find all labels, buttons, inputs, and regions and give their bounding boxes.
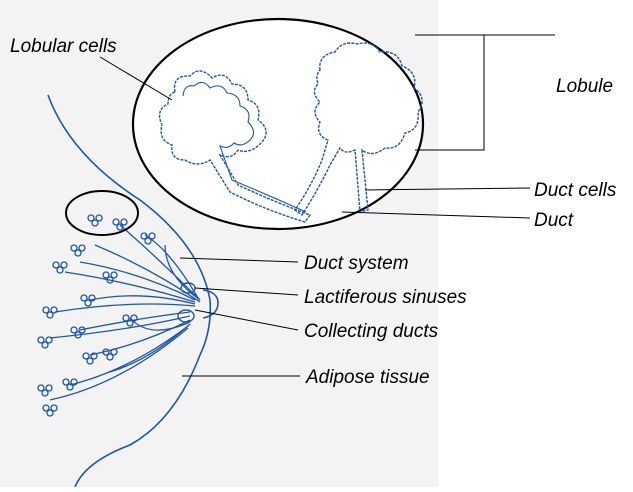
label-adipose-tissue: Adipose tissue — [305, 367, 430, 388]
label-lactiferous-sinuses: Lactiferous sinuses — [304, 287, 467, 308]
label-duct: Duct — [534, 210, 574, 231]
label-duct-cells: Duct cells — [534, 180, 617, 201]
lactiferous-sinus-lower — [178, 310, 194, 322]
label-lobule: Lobule — [556, 76, 613, 97]
label-duct-system: Duct system — [304, 253, 409, 274]
label-collecting-ducts: Collecting ducts — [304, 321, 439, 342]
label-lobular-cells: Lobular cells — [10, 36, 117, 57]
